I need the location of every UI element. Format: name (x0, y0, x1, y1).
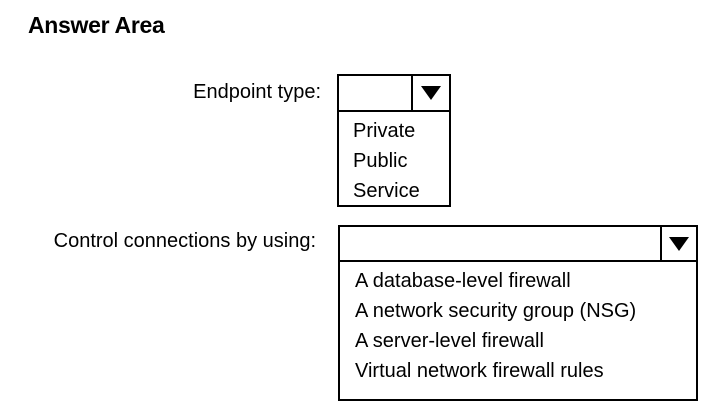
endpoint-option-public[interactable]: Public (353, 150, 408, 172)
control-option-virtual-network-firewall-rules[interactable]: Virtual network firewall rules (355, 360, 604, 382)
control-option-server-level-firewall[interactable]: A server-level firewall (355, 330, 544, 352)
chevron-down-icon (421, 86, 441, 100)
control-connections-label: Control connections by using: (53, 230, 316, 252)
endpoint-option-private[interactable]: Private (353, 120, 416, 142)
control-connections-select[interactable] (340, 227, 696, 262)
endpoint-type-label: Endpoint type: (193, 81, 321, 103)
control-connections-dropdown[interactable]: A database-level firewall A network secu… (338, 225, 698, 401)
answer-area-heading: Answer Area (28, 12, 165, 38)
endpoint-type-select[interactable] (339, 76, 449, 112)
control-connections-options: A database-level firewall A network secu… (340, 262, 696, 386)
endpoint-type-dropdown[interactable]: Private Public Service (337, 74, 451, 207)
control-option-network-security-group[interactable]: A network security group (NSG) (355, 300, 637, 322)
endpoint-type-dropdown-toggle[interactable] (411, 76, 449, 110)
control-option-database-level-firewall[interactable]: A database-level firewall (355, 270, 571, 292)
endpoint-type-options: Private Public Service (339, 112, 449, 206)
control-connections-dropdown-toggle[interactable] (660, 227, 696, 260)
chevron-down-icon (669, 236, 689, 251)
endpoint-option-service[interactable]: Service (353, 180, 420, 202)
